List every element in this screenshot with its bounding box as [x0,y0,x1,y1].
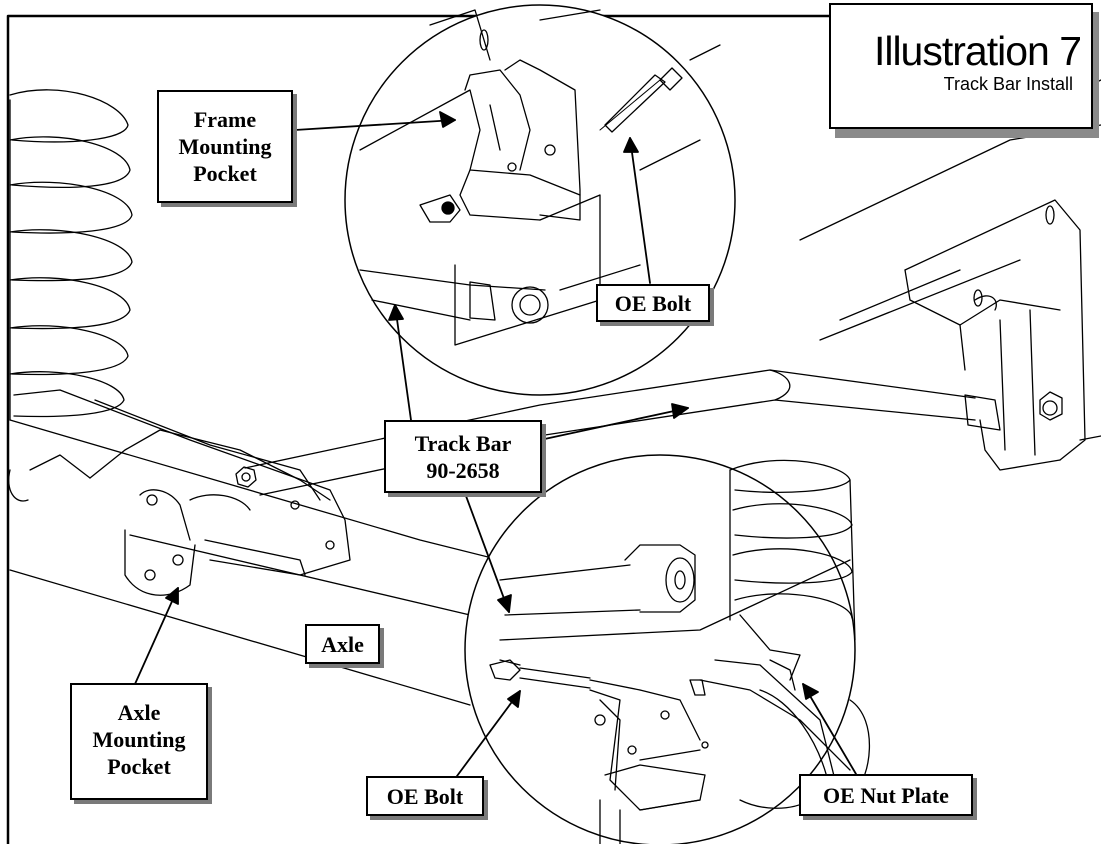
label-axle-mounting-pocket: Axle Mounting Pocket [70,683,208,800]
label-line: Track Bar [414,431,512,456]
label-line: OE Bolt [614,291,692,316]
illustration-title: Illustration 7 [873,28,1082,74]
detail-circle-top [344,4,736,396]
label-line: Axle [321,632,364,657]
label-line: 90-2658 [426,458,500,483]
coil-spring-left [9,89,133,421]
axle-bracket [13,389,351,596]
label-frame-mounting-pocket: Frame Mounting Pocket [157,90,293,203]
label-line: Axle [117,700,161,725]
label-line: Mounting [178,134,272,159]
illustration-subtitle: Track Bar Install [943,74,1073,94]
label-line: Pocket [107,754,171,779]
label-oe-bolt-top: OE Bolt [596,284,710,322]
label-line: Frame [193,107,257,132]
illustration-title-box: Illustration 7 Track Bar Install [829,3,1093,129]
frame-bracket-right [799,79,1101,471]
leader-arrows [134,111,857,777]
label-line: Pocket [193,161,257,186]
label-line: Mounting [92,727,186,752]
label-line: OE Nut Plate [823,783,949,808]
label-axle: Axle [305,624,380,664]
label-track-bar: Track Bar 90-2658 [384,420,542,493]
label-line: OE Bolt [386,784,464,809]
label-oe-nut-plate: OE Nut Plate [799,774,973,816]
label-oe-bolt-bottom: OE Bolt [366,776,484,816]
